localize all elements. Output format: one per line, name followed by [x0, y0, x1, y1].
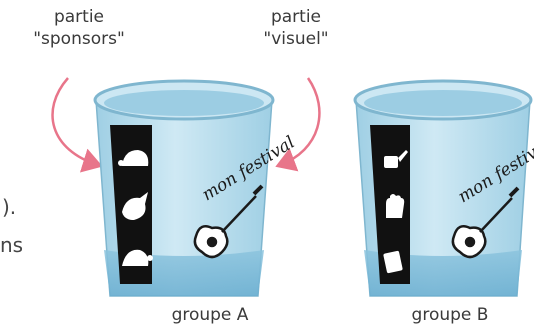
cup-group-b: mon festival — [353, 79, 534, 297]
watering-can-icon — [384, 150, 408, 168]
book-icon — [383, 250, 403, 274]
guitar-icon — [451, 186, 520, 259]
label-partie-visuel: partie "visuel" — [246, 6, 346, 50]
glove-icon — [386, 194, 405, 218]
cropped-text-line-2: ns — [0, 233, 24, 257]
arrow-sponsors — [51, 77, 103, 173]
turtle-icon — [122, 249, 153, 266]
cup-group-a: mon festival — [93, 79, 298, 297]
bird-icon — [122, 192, 148, 220]
guitar-icon — [193, 184, 264, 259]
caption-groupe-b: groupe B — [411, 305, 489, 325]
label-visuel-line2: "visuel" — [263, 29, 329, 49]
hedgehog-icon — [118, 150, 149, 166]
label-sponsors-line1: partie — [53, 7, 105, 27]
label-visuel-line1: partie — [270, 7, 322, 27]
cropped-text-line-1: ). — [2, 195, 17, 219]
label-partie-sponsors: partie "sponsors" — [24, 6, 134, 50]
caption-groupe-a: groupe A — [171, 305, 249, 325]
label-sponsors-line2: "sponsors" — [33, 29, 125, 49]
arrow-visuel — [275, 77, 321, 172]
